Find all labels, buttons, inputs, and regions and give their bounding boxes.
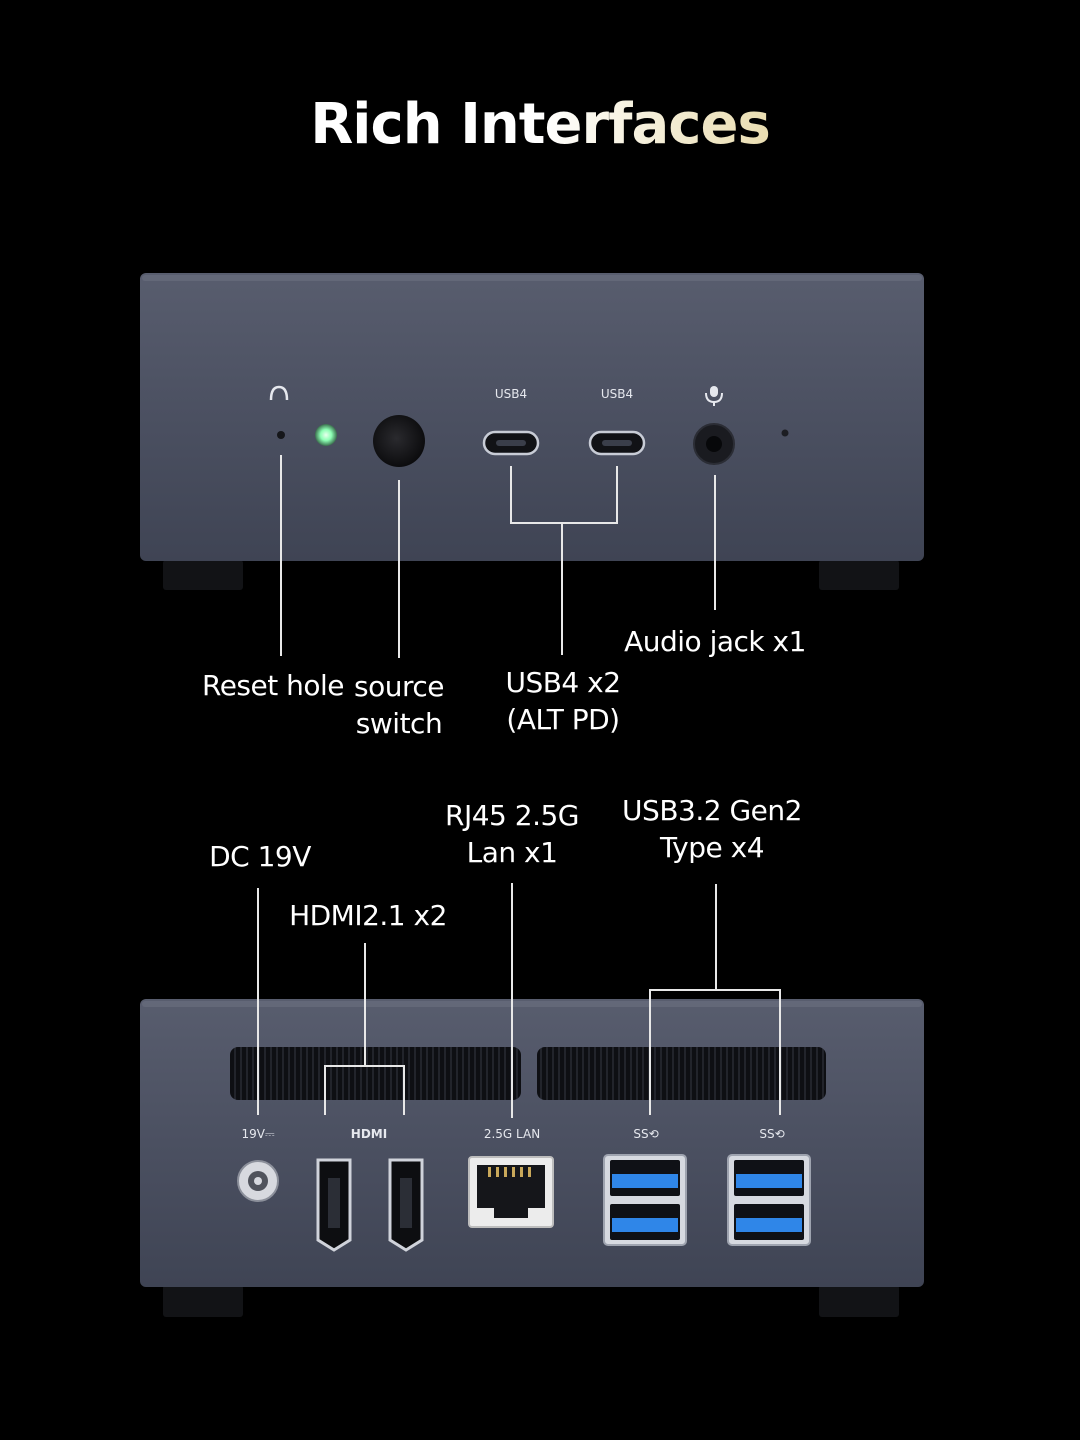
usb-left-marking: SS⟲ — [633, 1127, 658, 1141]
usb4-left-marking: USB4 — [495, 387, 527, 401]
usb32-callout-line2: Type x4 — [659, 831, 765, 864]
hdmi-callout: HDMI2.1 x2 — [289, 899, 447, 932]
usb-a-stack-right — [727, 1154, 811, 1246]
hdmi-marking: HDMI — [351, 1127, 387, 1141]
source-switch-callout-line1: source — [354, 670, 444, 703]
usb32-callout: USB3.2 Gen2 Type x4 — [615, 792, 809, 866]
usb4-callout-line2: (ALT PD) — [506, 703, 620, 736]
power-led — [315, 424, 337, 446]
source-switch-callout-line2: switch — [355, 707, 443, 740]
usb4-callout-line1: USB4 x2 — [505, 666, 621, 699]
headphone-icon — [269, 385, 289, 401]
rj45-callout-line1: RJ45 2.5G — [445, 799, 579, 832]
usb-right-marking: SS⟲ — [759, 1127, 784, 1141]
usb-a-stack-left — [603, 1154, 687, 1246]
front-foot-right — [819, 560, 899, 590]
usb32-callout-line1: USB3.2 Gen2 — [622, 794, 802, 827]
dc-marking: 19V⎓ — [241, 1127, 274, 1141]
source-switch-callout: source switch — [340, 668, 458, 742]
dc-callout: DC 19V — [209, 840, 311, 873]
usb4-callout: USB4 x2 (ALT PD) — [490, 664, 636, 738]
audio-jack-callout: Audio jack x1 — [624, 625, 806, 658]
page-title: Rich Interfaces — [0, 92, 1080, 157]
rj45-port — [468, 1156, 554, 1228]
reset-hole — [277, 431, 285, 439]
front-foot-left — [163, 560, 243, 590]
hdmi-port-left — [316, 1158, 352, 1252]
lan-marking: 2.5G LAN — [484, 1127, 540, 1141]
reset-hole-callout: Reset hole — [202, 669, 345, 702]
power-button — [373, 415, 425, 467]
mic-hole — [781, 429, 789, 437]
rj45-callout-line2: Lan x1 — [466, 836, 558, 869]
front-panel: USB4 USB4 — [140, 273, 924, 658]
usb4-right-marking: USB4 — [601, 387, 633, 401]
rj45-callout: RJ45 2.5G Lan x1 — [430, 797, 594, 871]
vent-left — [230, 1047, 521, 1100]
microphone-icon — [705, 386, 723, 406]
hdmi-port-right — [388, 1158, 424, 1252]
rear-foot-right — [819, 1285, 899, 1317]
front-chassis — [140, 273, 924, 561]
vent-right — [537, 1047, 826, 1100]
rear-foot-left — [163, 1285, 243, 1317]
rear-panel: 19V⎓ HDMI 2.5G LAN SS⟲ SS⟲ — [140, 883, 924, 1317]
